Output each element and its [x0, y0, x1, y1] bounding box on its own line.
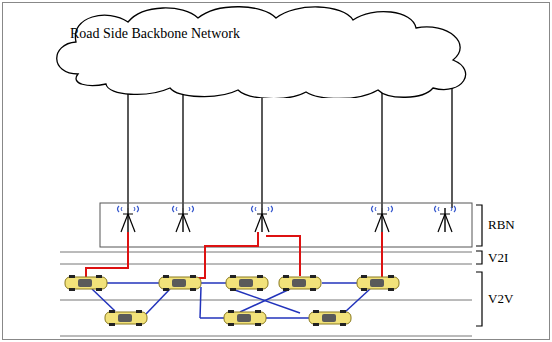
layer-label: V2V [488, 291, 513, 307]
cloud-outline [48, 4, 478, 98]
layer-label: V2I [488, 250, 508, 266]
layer-label: RBN [488, 217, 515, 233]
cloud-title: Road Side Backbone Network [70, 26, 240, 42]
cloud-node: Road Side Backbone Network [48, 4, 478, 98]
